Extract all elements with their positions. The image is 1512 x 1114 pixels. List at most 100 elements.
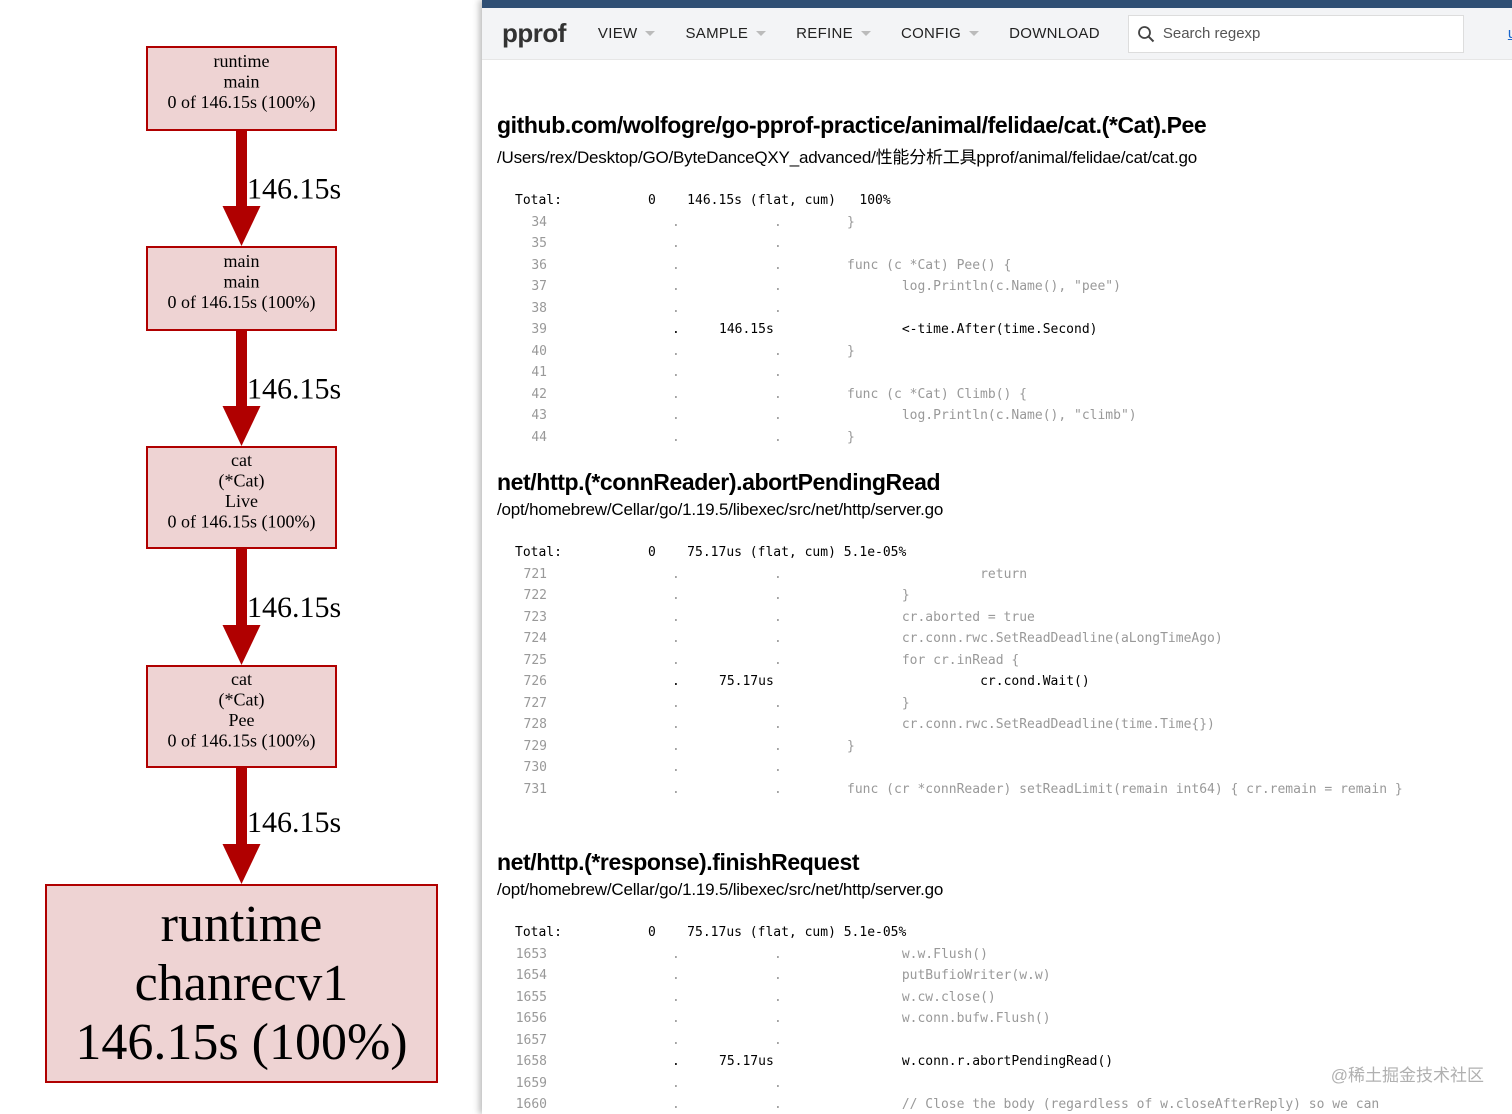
- source-line-row[interactable]: 729..}: [497, 736, 943, 758]
- line-number: 724: [523, 631, 547, 646]
- source-line-row[interactable]: 1654..putBufioWriter(w.w): [497, 965, 1051, 987]
- graph-node-label: main: [224, 72, 260, 92]
- source-code: cr.conn.rwc.SetReadDeadline(time.Time{}): [901, 717, 1215, 732]
- menu-view[interactable]: VIEW: [578, 25, 666, 42]
- edge-weight-label: 146.15s: [247, 806, 341, 839]
- source-line-row[interactable]: 1659..: [497, 1073, 943, 1095]
- cum-value: .: [774, 1032, 782, 1048]
- pprof-logo: pprof: [502, 18, 566, 48]
- cum-value: .: [774, 408, 782, 423]
- source-code: }: [847, 214, 855, 230]
- line-number: 723: [523, 609, 547, 625]
- flat-value: .: [672, 300, 680, 316]
- source-line-row[interactable]: 722..}: [497, 585, 943, 607]
- source-line-row[interactable]: 35..: [497, 233, 1206, 255]
- total-row: Total: 0 146.15s (flat, cum) 100%: [497, 190, 1206, 212]
- source-code: }: [847, 343, 855, 359]
- source-line-row[interactable]: 1656..w.conn.bufw.Flush(): [497, 1008, 1051, 1030]
- cum-value: .: [774, 279, 782, 294]
- line-number: 42: [531, 386, 547, 402]
- source-line-row[interactable]: 44..}: [497, 427, 1206, 449]
- source-line-row[interactable]: 36..func (c *Cat) Pee() {: [497, 255, 1206, 277]
- source-line-row[interactable]: 724..cr.conn.rwc.SetReadDeadline(aLongTi…: [497, 628, 1223, 650]
- chevron-down-icon: [645, 31, 656, 36]
- flat-value: .: [672, 279, 680, 294]
- menu-refine[interactable]: REFINE: [776, 25, 881, 42]
- graph-node-box: [146, 246, 337, 331]
- flat-value: .: [672, 717, 680, 732]
- line-number: 41: [531, 365, 547, 380]
- search-input[interactable]: [1162, 25, 1463, 42]
- edge-arrowhead: [222, 406, 261, 446]
- menu-config[interactable]: CONFIG: [881, 25, 989, 42]
- source-code: w.cw.close(): [901, 989, 996, 1005]
- source-line-row[interactable]: 727..}: [497, 693, 943, 715]
- profile-name-link[interactable]: unkn: [1508, 25, 1512, 42]
- menu-sample-label: SAMPLE: [685, 25, 749, 42]
- source-line-row[interactable]: 1655..w.cw.close(): [497, 987, 996, 1009]
- graph-node-label: (*Cat): [219, 471, 265, 492]
- source-code: cr.conn.rwc.SetReadDeadline(aLongTimeAgo…: [901, 631, 1223, 646]
- source-line-row[interactable]: 34..}: [497, 212, 1206, 234]
- source-line-row[interactable]: 728..cr.conn.rwc.SetReadDeadline(time.Ti…: [497, 714, 1215, 736]
- source-file-path: /Users/rex/Desktop/GO/ByteDanceQXY_advan…: [497, 148, 1197, 167]
- menu-download[interactable]: DOWNLOAD: [989, 25, 1110, 42]
- source-line-row[interactable]: 39.146.15s<-time.After(time.Second): [497, 319, 1206, 341]
- cum-value: .: [774, 257, 782, 273]
- graph-node-label: runtime: [161, 896, 323, 953]
- flat-value: .: [672, 760, 680, 775]
- source-code: }: [847, 429, 855, 445]
- source-line-row[interactable]: 38..: [497, 298, 1206, 320]
- flat-value: .: [672, 631, 680, 646]
- source-line-row[interactable]: 723..cr.aborted = true: [497, 607, 1035, 629]
- total-text: Total: 0 146.15s (flat, cum) 100%: [515, 193, 891, 208]
- source-file-path: /opt/homebrew/Cellar/go/1.19.5/libexec/s…: [497, 880, 944, 899]
- flat-value: .: [672, 322, 680, 337]
- source-code: func (cr *connReader) setReadLimit(remai…: [847, 781, 1403, 797]
- menu-sample[interactable]: SAMPLE: [665, 25, 776, 42]
- edge-weight-label: 146.15s: [247, 591, 341, 624]
- source-line-row[interactable]: 725..for cr.inRead {: [497, 650, 1020, 672]
- flat-value: .: [672, 343, 680, 359]
- source-code: w.conn.bufw.Flush(): [901, 1011, 1051, 1026]
- source-line-row[interactable]: 731..func (cr *connReader) setReadLimit(…: [497, 779, 1403, 801]
- graph-node-label: main: [224, 251, 260, 271]
- cum-value: .: [774, 365, 782, 380]
- line-number: 1656: [515, 1011, 547, 1026]
- line-number: 722: [523, 588, 547, 603]
- source-section: net/http.(*response).finishRequest/opt/h…: [497, 849, 1380, 1114]
- source-line-row[interactable]: 41..: [497, 362, 1206, 384]
- source-line-row[interactable]: 730..: [497, 757, 943, 779]
- flat-value: .: [672, 257, 680, 273]
- source-line-row[interactable]: 42..func (c *Cat) Climb() {: [497, 384, 1206, 406]
- graph-node-label: 0 of 146.15s (100%): [168, 731, 316, 752]
- flat-value: .: [672, 566, 680, 582]
- toolbar: pprof VIEW SAMPLE REFINE CONFIG DOWNLOAD…: [482, 8, 1512, 60]
- source-line-row[interactable]: 721..return: [497, 564, 1028, 586]
- cum-value: .: [774, 214, 782, 230]
- search-box[interactable]: [1127, 14, 1464, 53]
- cum-value: .: [774, 386, 782, 402]
- source-line-row[interactable]: 43..log.Println(c.Name(), "climb"): [497, 405, 1206, 427]
- cum-value: .: [774, 760, 782, 775]
- line-number: 731: [523, 781, 547, 797]
- graph-node-label: Pee: [229, 710, 255, 730]
- source-line-row[interactable]: 1657..: [497, 1030, 943, 1052]
- watermark: @稀土掘金技术社区: [1330, 1066, 1484, 1085]
- flat-value: .: [672, 946, 680, 962]
- cum-value: .: [774, 236, 782, 251]
- source-line-row[interactable]: 40..}: [497, 341, 1206, 363]
- cum-value: 146.15s: [719, 322, 774, 337]
- source-line-row[interactable]: 37..log.Println(c.Name(), "pee"): [497, 276, 1206, 298]
- cum-value: 75.17us: [719, 674, 774, 689]
- source-line-row[interactable]: 1660..// Close the body (regardless of w…: [497, 1094, 1380, 1114]
- source-line-row[interactable]: 1653..w.w.Flush(): [497, 944, 988, 966]
- menu-view-label: VIEW: [597, 25, 638, 42]
